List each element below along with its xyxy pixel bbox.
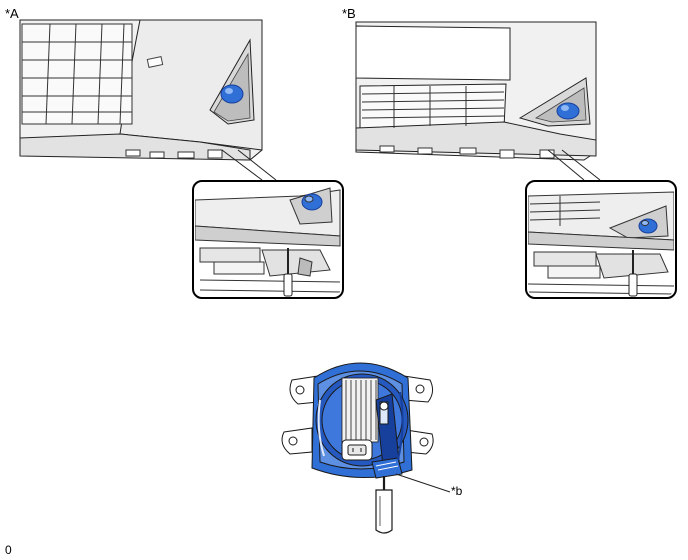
inset-a [192,180,344,299]
view-b-label: *B [342,6,356,21]
view-a-label: *A [5,6,19,21]
view-b-grille [361,86,505,128]
view-a-grille [21,23,133,125]
inset-b [525,180,677,299]
view-b-leader-line [547,149,585,181]
view-a-fog-lamp-opening [209,38,255,125]
screwdriver-icon [375,476,393,534]
heat-sink-fins [341,377,379,443]
fog-lamp-assembly [281,362,434,479]
fog-lamp-lens-b [556,102,580,120]
screwdriver-icon [283,248,293,297]
view-b-bumper [355,21,597,161]
view-b-fog-lamp-opening [518,77,591,127]
lamp-callout-label: *b [451,484,463,498]
view-b-underside-clips [379,145,555,159]
fog-lamp-lens-a [220,84,244,104]
view-a-leader-line [221,149,263,181]
screwdriver-icon [628,250,638,297]
connector [341,439,373,461]
view-a-underside-clips [125,149,223,159]
lamp-callout-leader [395,473,451,493]
figure-code: 0 [5,543,12,557]
